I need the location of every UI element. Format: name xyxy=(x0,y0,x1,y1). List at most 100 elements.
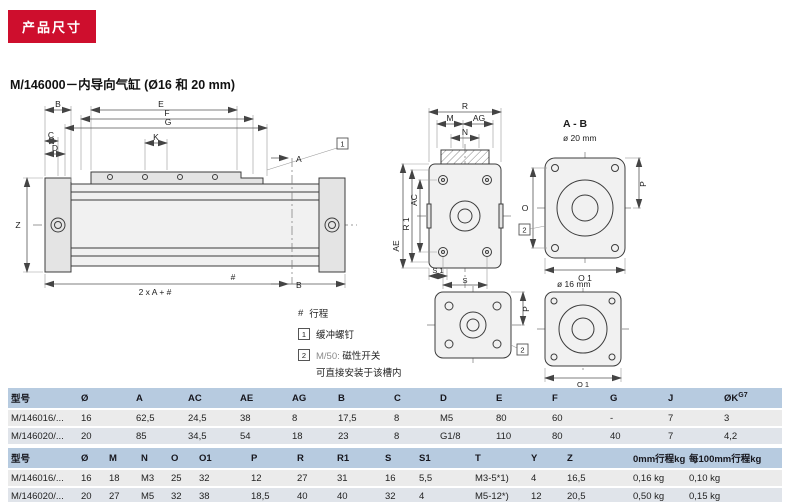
legend-callout-2-box: 2 xyxy=(298,349,310,361)
cell-weight: 0,10 kg xyxy=(686,469,782,488)
cell: 18 xyxy=(106,469,138,488)
cell: 18,5 xyxy=(248,487,294,502)
cell: M5 xyxy=(437,409,493,428)
cell: 34,5 xyxy=(185,427,237,446)
dim-label-r1: R 1 xyxy=(401,217,411,231)
cell: 62,5 xyxy=(133,409,185,428)
left-port xyxy=(50,217,66,233)
callout-2-box xyxy=(518,223,531,236)
dimension-tables: 型号 Ø A AC AE AG B C D E F G J ØKG7 M/146… xyxy=(8,388,782,502)
dim-label-o: O xyxy=(522,203,529,213)
cell: M3-5*1) xyxy=(472,469,528,488)
page-banner: 产品尺寸 xyxy=(8,10,97,43)
dim-label-p-20: P xyxy=(638,181,648,187)
col-header: AG xyxy=(289,388,335,410)
dimensions-table-1: 型号 Ø A AC AE AG B C D E F G J ØKG7 M/146… xyxy=(8,388,782,446)
dim-label-k: K xyxy=(153,132,159,142)
cell: 32 xyxy=(168,487,196,502)
cell-model: M/146016/... xyxy=(8,469,78,488)
cell: 32 xyxy=(196,469,248,488)
page-title: M/146000－内导向气缸 (Ø16 和 20 mm) xyxy=(10,78,236,92)
dim-label-m: M xyxy=(446,113,453,123)
col-header: Ø xyxy=(78,388,133,410)
col-header: R xyxy=(294,448,334,470)
dim-label-n: N xyxy=(462,127,468,137)
legend-hash: # xyxy=(298,307,304,319)
guide-rail xyxy=(90,171,264,185)
section-body-20 xyxy=(544,157,626,259)
dim-label-e: E xyxy=(158,99,164,109)
legend-callout-1-box: 1 xyxy=(298,328,310,340)
cell: 40 xyxy=(334,487,382,502)
cell: 80 xyxy=(493,409,549,428)
cell: 16 xyxy=(78,469,106,488)
dim-label-ae: AE xyxy=(391,240,401,252)
cell-model: M/146016/... xyxy=(8,409,78,428)
cell: 4 xyxy=(416,487,472,502)
cell: 16,5 xyxy=(564,469,630,488)
bore-20 xyxy=(556,179,614,237)
dim-label-c: C xyxy=(48,130,54,140)
dim-label-p-16: P xyxy=(521,306,531,312)
section-size-20: ø 20 mm xyxy=(563,133,597,143)
col-header: O1 xyxy=(196,448,248,470)
cell: 8 xyxy=(289,409,335,428)
col-header: S xyxy=(382,448,416,470)
side-view: 1 E F G B C D K Z 2 x A + # # A B xyxy=(15,99,357,297)
col-header: 型号 xyxy=(8,388,78,410)
dimensions-table-2: 型号 Ø M N O O1 P R R1 S S1 T Y Z 0mm行程kg … xyxy=(8,448,782,502)
cell: 12 xyxy=(248,469,294,488)
cell: 7 xyxy=(665,409,721,428)
dim-label-b: B xyxy=(55,99,61,109)
table-row: M/146020/... 20 27 M5 32 38 18,5 40 40 3… xyxy=(8,487,782,502)
cell: - xyxy=(607,409,665,428)
col-header: M xyxy=(106,448,138,470)
col-header: T xyxy=(472,448,528,470)
callout-2-box xyxy=(516,343,529,356)
dim-label-f: F xyxy=(164,108,169,118)
cell: 8 xyxy=(391,409,437,428)
dim-label-ag: AG xyxy=(473,113,485,123)
section-label-a: A xyxy=(296,154,302,164)
col-header: R1 xyxy=(334,448,382,470)
cell: 38 xyxy=(196,487,248,502)
col-header: C xyxy=(391,388,437,410)
cell: M3 xyxy=(138,469,168,488)
front-body-16 xyxy=(434,291,512,359)
section-label-b: B xyxy=(296,280,302,290)
col-header: ØKG7 xyxy=(721,388,782,410)
cell: 20,5 xyxy=(564,487,630,502)
port-block xyxy=(440,149,490,165)
col-header: Y xyxy=(528,448,564,470)
dim-label-s1: S 1 xyxy=(432,266,443,275)
dim-label-ac: AC xyxy=(409,194,419,206)
dim-label-z: Z xyxy=(15,220,20,230)
col-header: S1 xyxy=(416,448,472,470)
legend-item-2-line2: 可直接安装于该槽内 xyxy=(316,368,402,379)
callout-2-label: 2 xyxy=(520,346,524,355)
col-header: Ø xyxy=(78,448,106,470)
col-header: O xyxy=(168,448,196,470)
col-header-weight: 每100mm行程kg xyxy=(686,448,782,470)
callout-1-box xyxy=(336,137,349,150)
cell: 25 xyxy=(168,469,196,488)
col-header-weight: 0mm行程kg xyxy=(630,448,686,470)
dim-label-o1-16: O 1 xyxy=(577,380,589,388)
sensor-slot-right xyxy=(498,203,504,229)
legend-item-2-label: 磁性开关 xyxy=(342,351,381,362)
table-row: M/146016/... 16 62,5 24,5 38 8 17,5 8 M5… xyxy=(8,409,782,428)
cell: 40 xyxy=(607,427,665,446)
table-header-row: 型号 Ø A AC AE AG B C D E F G J ØKG7 xyxy=(8,388,782,410)
section-title: A - B xyxy=(563,118,588,130)
right-port xyxy=(324,217,340,233)
col-header: E xyxy=(493,388,549,410)
cell: 31 xyxy=(334,469,382,488)
dim-label-o1-20: O 1 xyxy=(578,273,592,283)
col-header: Z xyxy=(564,448,630,470)
dim-label-d: D xyxy=(52,143,58,153)
technical-drawing: 1 E F G B C D K Z 2 x A + # # A B xyxy=(15,99,648,388)
cell: 110 xyxy=(493,427,549,446)
left-end-cap xyxy=(44,177,72,273)
cell-weight: 0,15 kg xyxy=(686,487,782,502)
sensor-slot-left xyxy=(426,203,432,229)
